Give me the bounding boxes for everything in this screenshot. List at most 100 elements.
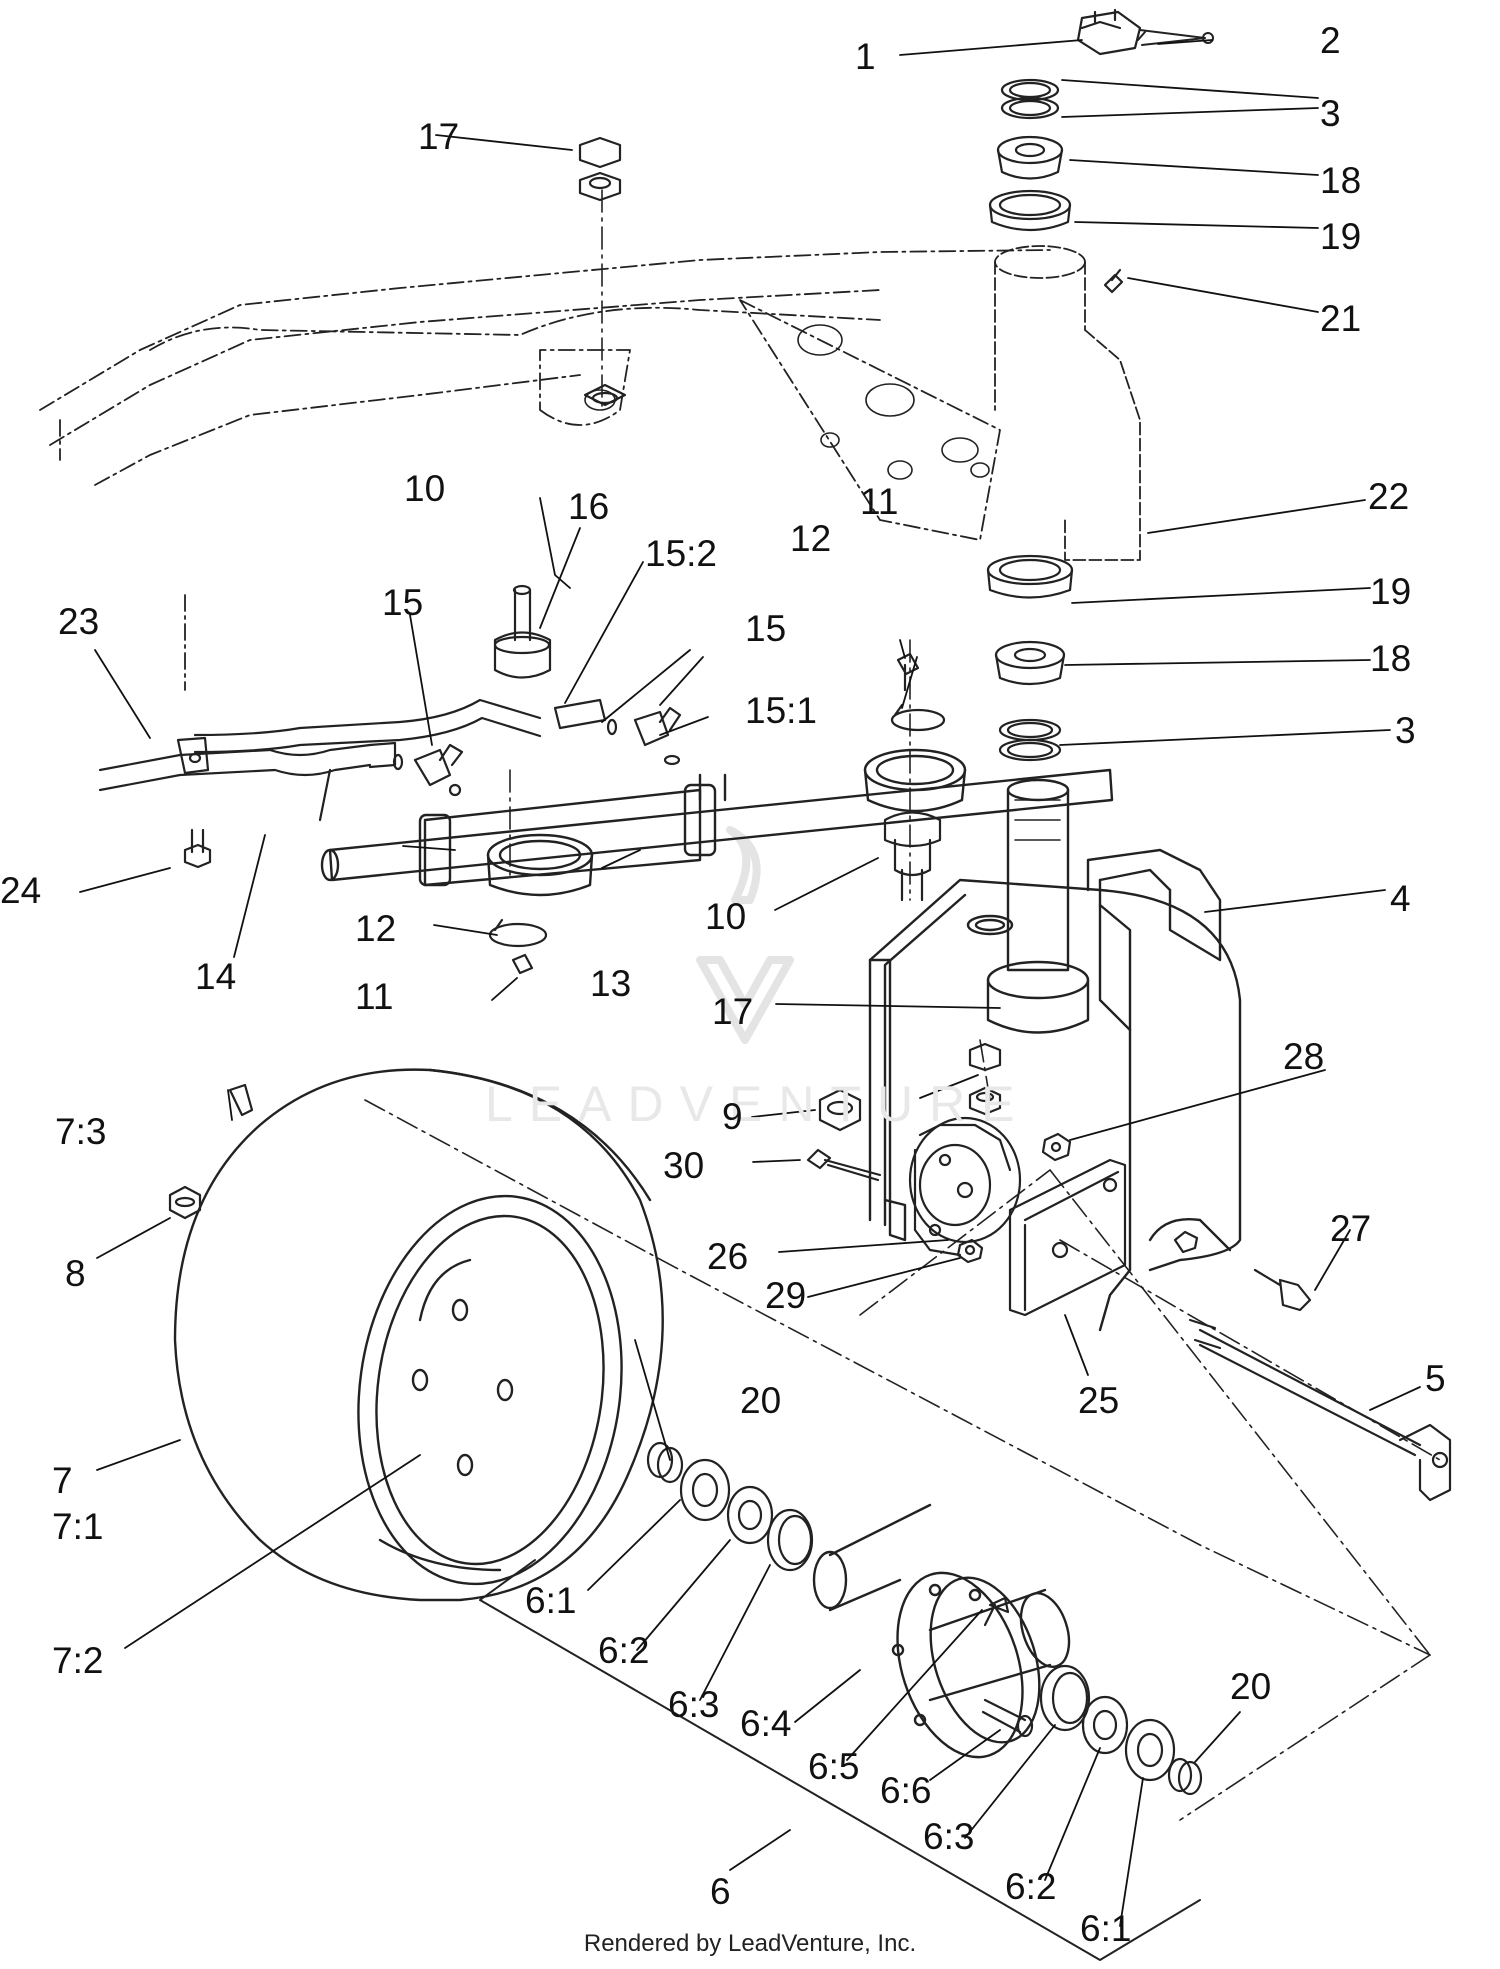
callout-18: 18 <box>1320 160 1362 201</box>
bolt-30 <box>806 1148 882 1182</box>
footer-credit: Rendered by LeadVenture, Inc. <box>583 1930 917 1957</box>
callout-15-1: 15:1 <box>745 690 818 731</box>
grease-fitting-11-top <box>896 652 920 692</box>
valve-stem <box>228 1083 254 1117</box>
callout-6-3: 6:3 <box>668 1684 720 1725</box>
callout-10: 10 <box>404 468 446 509</box>
nut-9 <box>818 1088 862 1132</box>
cup-6-3-right <box>1039 1664 1091 1732</box>
circlip-12-top <box>890 703 946 732</box>
bearing-cup-19-bottom <box>986 554 1074 599</box>
callout-10: 10 <box>705 896 747 937</box>
callout-21: 21 <box>1320 298 1362 339</box>
washer-3-bottom <box>998 718 1062 762</box>
callout-11: 11 <box>860 481 899 522</box>
hose-14 <box>98 741 397 822</box>
callout-15-2: 15:2 <box>645 533 718 574</box>
callout-18: 18 <box>1370 638 1412 679</box>
callout-2: 2 <box>1320 20 1341 61</box>
callout-26: 26 <box>707 1236 749 1277</box>
callout-16: 16 <box>568 486 610 527</box>
callout-7-3: 7:3 <box>55 1111 107 1152</box>
lug-nut-8 <box>168 1185 202 1220</box>
callout-1: 1 <box>855 36 876 77</box>
callout-20: 20 <box>1230 1666 1272 1707</box>
steering-cylinder <box>320 748 1114 897</box>
callout-12: 12 <box>355 908 397 949</box>
kit-bracket-6 <box>479 1559 1201 1961</box>
ball-joint-10-top <box>493 584 552 679</box>
bearing-cone-18-top <box>996 135 1064 180</box>
callout-6-4: 6:4 <box>740 1703 792 1744</box>
callout-6-2: 6:2 <box>598 1630 650 1671</box>
grease-fitting-6-5 <box>983 1596 1010 1627</box>
callout-4: 4 <box>1390 878 1411 919</box>
callout-17: 17 <box>712 991 754 1032</box>
callout-5: 5 <box>1425 1358 1446 1399</box>
callout-6-5: 6:5 <box>808 1746 860 1787</box>
hose-16 <box>193 698 607 754</box>
callout-6-6: 6:6 <box>880 1770 932 1811</box>
callout-3: 3 <box>1395 710 1416 751</box>
wheel-tire <box>173 1068 664 1602</box>
circlip-12-bottom <box>488 918 548 948</box>
bearing-6-2-right <box>1081 1695 1129 1755</box>
clamp-23 <box>176 736 210 775</box>
ball-joint-10-bottom <box>883 811 942 902</box>
pivot-tube <box>994 245 1141 561</box>
callout-14: 14 <box>195 956 237 997</box>
nut-17-lower <box>968 1042 1002 1116</box>
callout-19: 19 <box>1370 571 1412 612</box>
spacer-20-left <box>646 1441 684 1484</box>
watermark-logo <box>696 826 794 1044</box>
bearing-6-2-left <box>726 1485 774 1545</box>
orings <box>392 718 681 771</box>
callout-3: 3 <box>1320 93 1341 134</box>
spacer-20-right <box>1167 1757 1203 1796</box>
grease-fitting-21 <box>1103 268 1124 294</box>
castle-nut <box>1076 8 1142 56</box>
bearing-cone-18-bottom <box>994 640 1066 686</box>
callout-20: 20 <box>740 1380 782 1421</box>
callout-28: 28 <box>1283 1036 1325 1077</box>
cup-6-3-left <box>766 1508 814 1572</box>
callout-11: 11 <box>355 976 394 1017</box>
elbow-fitting-15-left <box>413 743 464 797</box>
caster-fork <box>868 778 1242 1332</box>
watermark-text: LEADVENTURE <box>485 1076 1031 1132</box>
bolt-24 <box>183 828 212 869</box>
leader-lines <box>79 39 1421 1927</box>
callout-19: 19 <box>1320 216 1362 257</box>
cotter-pin <box>1137 29 1214 46</box>
callout-6-3: 6:3 <box>923 1816 975 1857</box>
grease-fitting-11-bottom <box>511 953 534 975</box>
mount-plate <box>1008 1158 1127 1317</box>
callout-15: 15 <box>382 582 424 623</box>
callout-8: 8 <box>65 1253 86 1294</box>
callout-13: 13 <box>590 963 632 1004</box>
callout-24: 24 <box>0 870 42 911</box>
callout-7-1: 7:1 <box>52 1506 104 1547</box>
callout-6: 6 <box>710 1871 731 1912</box>
callout-12: 12 <box>790 518 832 559</box>
callout-6-1: 6:1 <box>525 1580 577 1621</box>
washer-3-top <box>1000 78 1060 120</box>
callout-29: 29 <box>765 1275 807 1316</box>
callout-7: 7 <box>52 1460 73 1501</box>
callout-25: 25 <box>1078 1380 1120 1421</box>
nut-29 <box>956 1238 984 1264</box>
nut-17-upper <box>578 136 627 407</box>
axle-bolt-5 <box>1188 1318 1452 1502</box>
bolt-27 <box>1173 1230 1312 1312</box>
seal-6-1-right <box>1124 1718 1176 1782</box>
callout-6-2: 6:2 <box>1005 1866 1057 1907</box>
callout-30: 30 <box>663 1145 705 1186</box>
callout-27: 27 <box>1330 1208 1372 1249</box>
callout-17: 17 <box>418 116 460 157</box>
callout-6-1: 6:1 <box>1080 1908 1132 1949</box>
callout-23: 23 <box>58 601 100 642</box>
hub-6-4 <box>812 1503 1071 1759</box>
stud-6-6 <box>981 1698 1034 1738</box>
callout-22: 22 <box>1368 476 1410 517</box>
